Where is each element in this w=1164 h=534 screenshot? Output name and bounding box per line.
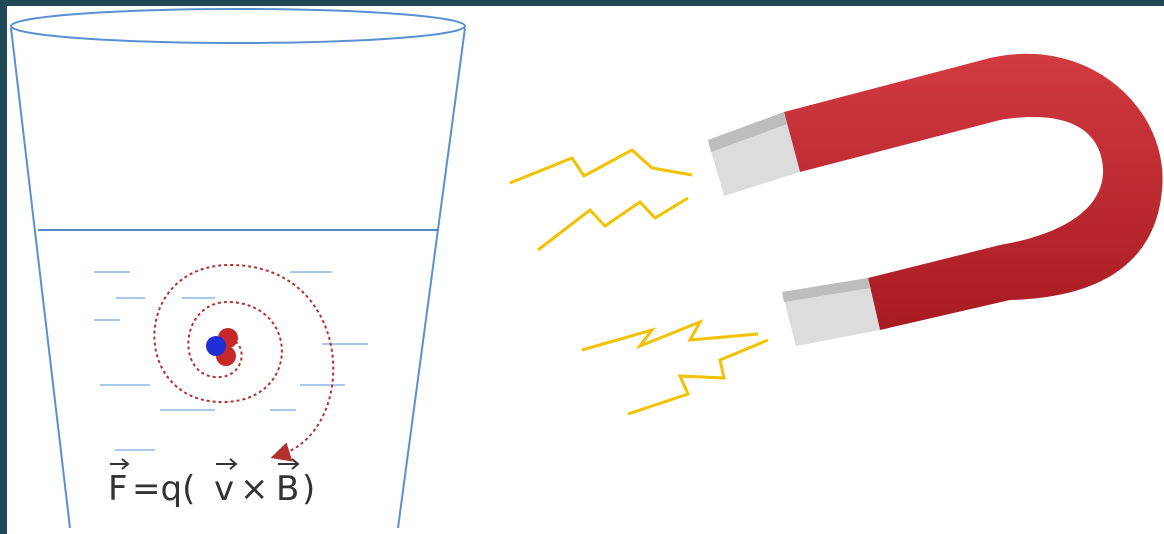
formula-field-symbol: B — [276, 469, 299, 509]
electron — [206, 336, 226, 356]
formula-close-paren: ) — [302, 469, 315, 509]
formula-velocity-symbol: v — [214, 469, 234, 509]
formula-force-symbol: F — [108, 469, 128, 509]
formula-cross-symbol: × — [240, 469, 269, 509]
formula-charge-part: =q( — [132, 469, 195, 509]
